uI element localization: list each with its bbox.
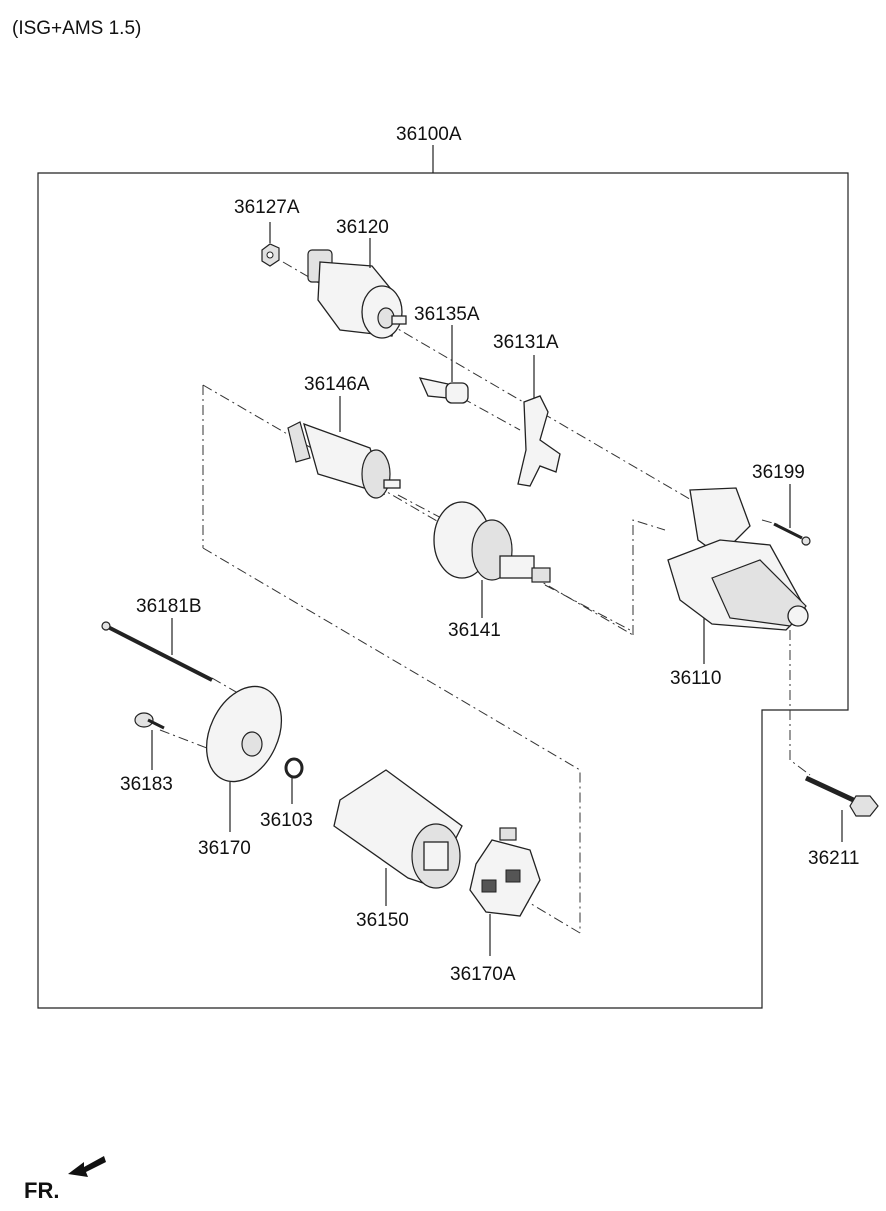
plunger-part <box>418 377 469 404</box>
front-direction-label: FR. <box>24 1178 59 1203</box>
small-screw-part <box>134 712 165 730</box>
label-36141: 36141 <box>448 620 501 641</box>
label-36170A: 36170A <box>450 964 516 985</box>
label-36103: 36103 <box>260 810 313 831</box>
label-36131A: 36131A <box>493 332 559 353</box>
armature-axis-line <box>397 494 631 631</box>
clutch-part <box>433 501 551 583</box>
end-cover-part <box>205 685 283 783</box>
label-36135A: 36135A <box>414 304 480 325</box>
label-36146A: 36146A <box>304 374 370 395</box>
solenoid-part <box>307 249 407 339</box>
label-36170: 36170 <box>198 838 251 859</box>
assembly-label: 36100A <box>396 124 462 145</box>
armature-group-outline <box>202 384 666 934</box>
brush-holder-part <box>469 827 541 917</box>
screw-part <box>773 522 811 546</box>
label-36211: 36211 <box>808 848 859 869</box>
assembly-outline <box>37 172 849 1009</box>
lever-axis-line <box>461 397 521 431</box>
label-36120: 36120 <box>336 217 389 238</box>
yoke-part <box>333 769 463 889</box>
housing-part <box>667 487 809 631</box>
label-36110: 36110 <box>670 668 721 689</box>
label-36183: 36183 <box>120 774 173 795</box>
label-36181B: 36181B <box>136 596 202 617</box>
front-arrow-icon <box>68 1156 106 1177</box>
lever-part <box>517 395 561 487</box>
mounting-bolt-part <box>804 775 879 817</box>
nut-part <box>261 243 280 267</box>
variant-title: (ISG+AMS 1.5) <box>12 18 141 39</box>
label-36127A: 36127A <box>234 197 300 218</box>
bolt-axis-line <box>159 677 251 751</box>
label-36199: 36199 <box>752 462 805 483</box>
armature-part <box>287 421 401 499</box>
label-36150: 36150 <box>356 910 409 931</box>
housing-bolt-line <box>789 630 811 776</box>
washer-part <box>284 757 304 779</box>
through-bolt-part <box>101 621 213 682</box>
